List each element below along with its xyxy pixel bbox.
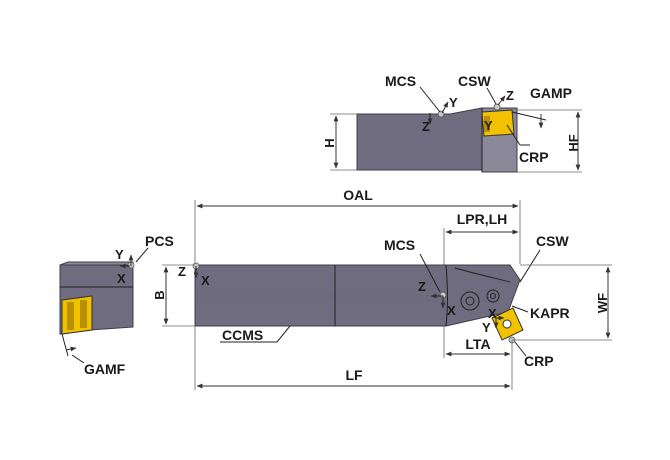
label-pcs: PCS: [145, 233, 174, 249]
side-view: H HF MCS CSW GAMP Y Z Z Y CRP: [322, 73, 582, 173]
label-top-crp: CRP: [519, 149, 549, 165]
label-crp: CRP: [524, 353, 554, 369]
dim-lf-label: LF: [345, 367, 363, 383]
overall-dimensions: OAL LPR,LH: [194, 187, 521, 290]
label-top-mcs: MCS: [385, 73, 416, 89]
dim-oal-label: OAL: [343, 187, 373, 203]
label-csw: CSW: [536, 233, 569, 249]
label-main-z: Z: [178, 264, 186, 279]
main-view-body: [194, 264, 521, 327]
end-view-insert: [61, 295, 93, 335]
label-left-y: Y: [115, 247, 124, 262]
side-view-shank: [356, 107, 483, 171]
label-top-gamp: GAMP: [530, 85, 572, 101]
label-top-y2: Y: [484, 118, 493, 133]
dim-wf-label: WF: [595, 293, 610, 313]
label-top-y1: Y: [449, 95, 458, 110]
dim-lpr-lh-label: LPR,LH: [457, 211, 508, 227]
label-top-csw: CSW: [458, 73, 491, 89]
dim-hf-label: HF: [566, 134, 581, 151]
label-top-z2: Z: [506, 88, 514, 103]
csw-point: [493, 103, 501, 111]
label-main-x3: X: [488, 306, 497, 321]
label-mcs: MCS: [384, 237, 415, 253]
dim-b-label: B: [152, 290, 167, 299]
label-main-z2: Z: [418, 279, 426, 294]
label-kapr: KAPR: [530, 305, 570, 321]
dim-lta-label: LTA: [465, 336, 490, 352]
label-gamf: GAMF: [84, 361, 126, 377]
end-view: GAMF Y X: [59, 247, 135, 377]
main-view: Z X Z X MCS X Y CSW KAPR CRP B WF: [152, 233, 612, 390]
label-main-y3: Y: [482, 320, 491, 335]
label-top-z1: Z: [422, 119, 430, 134]
label-main-x: X: [201, 273, 210, 288]
dim-h-label: H: [322, 138, 337, 147]
label-left-x: X: [117, 271, 126, 286]
label-main-x2: X: [447, 303, 456, 318]
label-ccms: CCMS: [222, 327, 263, 343]
